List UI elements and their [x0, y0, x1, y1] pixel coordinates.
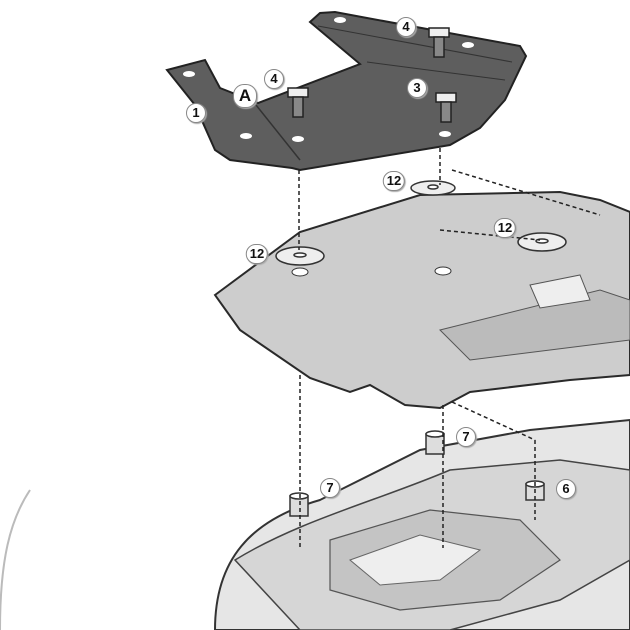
washers — [275, 180, 567, 266]
callout-bolt-right: 3 — [407, 78, 427, 98]
callout-spacer-left: 7 — [320, 478, 340, 498]
spacers — [289, 430, 545, 517]
callout-bracket: 1 — [186, 103, 206, 123]
callout-ref-a: A — [233, 84, 257, 108]
alignment-lines — [298, 148, 601, 548]
callout-spacer-right: 7 — [456, 427, 476, 447]
mounting-plate — [213, 190, 630, 410]
bolts — [287, 27, 457, 123]
callout-spacer-small: 6 — [556, 479, 576, 499]
rack-bracket — [165, 10, 528, 172]
callout-washer-right: 12 — [493, 218, 517, 238]
motorcycle-tail — [0, 418, 630, 630]
callout-bolt-left: 4 — [264, 69, 284, 89]
callout-bolt-upper: 4 — [396, 17, 416, 37]
callout-washer-left: 12 — [245, 244, 269, 264]
callout-washer-top: 12 — [382, 171, 406, 191]
